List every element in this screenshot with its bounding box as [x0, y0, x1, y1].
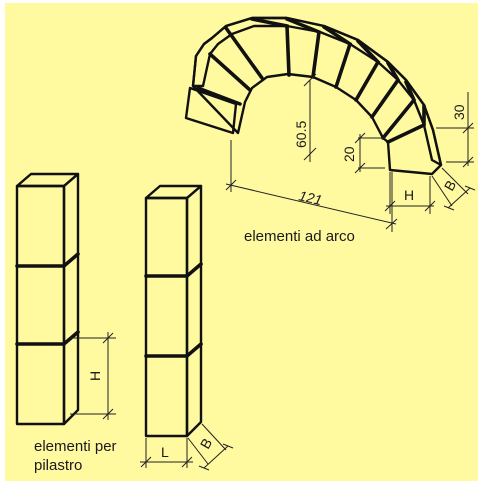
arch-joint — [354, 39, 381, 102]
arch-b-extension — [431, 175, 453, 207]
span-tick — [385, 218, 398, 230]
pillar-left-top — [15, 172, 80, 188]
arch-caption: elementi ad arco — [244, 228, 355, 245]
pillar-l-tick — [140, 456, 152, 468]
arch-elements — [184, 16, 443, 176]
arch-joint — [224, 26, 264, 80]
pillar-left — [15, 172, 80, 426]
arch-joints — [196, 17, 426, 144]
span-dimension-line — [225, 183, 397, 225]
arch-dimensions: 121 60.5 20 30 H B — [225, 73, 476, 232]
arch-h-tick — [384, 200, 396, 212]
height-b-label: 30 — [451, 104, 467, 120]
height-a-label: 20 — [341, 146, 357, 162]
pillar-right-joint — [144, 342, 203, 358]
pillar-right — [144, 184, 203, 438]
span-tick — [225, 179, 237, 191]
arch-left-foot — [184, 86, 238, 135]
pillar-h-tick — [102, 332, 114, 344]
arch-joint — [322, 25, 353, 89]
pillar-b-dimension-line — [203, 445, 229, 469]
pillar-right-joint — [144, 262, 203, 278]
pillar-b-tick — [198, 465, 210, 471]
pillar-dimensions: H L B — [70, 332, 234, 471]
arch-joint — [250, 17, 291, 77]
arch-joint — [386, 104, 426, 144]
height-b-tick — [462, 156, 474, 168]
pillar-left-joint — [15, 252, 80, 268]
pillar-l-label: L — [161, 444, 169, 460]
rise-label: 60.5 — [293, 121, 309, 148]
pillar-caption-line2: pilastro — [34, 457, 82, 474]
diagram-background — [5, 3, 478, 481]
pillar-caption-line1: elementi per — [34, 438, 117, 455]
pillar-left-joint — [15, 330, 80, 346]
pillar-h-label: H — [87, 371, 103, 381]
arch-top-face — [191, 16, 443, 167]
pillar-b-extension — [187, 437, 209, 465]
rise-tick — [303, 147, 317, 161]
arch-b-tick — [464, 185, 476, 191]
arch-joint — [285, 17, 321, 79]
span-label: 121 — [297, 187, 323, 208]
arch-h-label: H — [404, 187, 414, 203]
pillar-l-tick — [181, 456, 193, 468]
arch-joint — [208, 52, 252, 92]
pillar-b-extension — [201, 423, 227, 451]
pillar-b-tick — [222, 443, 234, 449]
arch-b-tick — [443, 205, 455, 211]
height-a-tick — [354, 162, 366, 174]
height-b-tick — [462, 122, 474, 134]
pillar-h-tick — [102, 408, 114, 420]
pillar-right-top — [144, 184, 203, 200]
arch-joint — [196, 86, 242, 106]
arch-h-tick — [424, 200, 436, 212]
arch-b-extension — [441, 167, 469, 195]
arch-b-dimension-line — [447, 187, 471, 209]
arch-joint — [381, 80, 417, 140]
rise-tick — [303, 73, 317, 87]
arch-joint — [370, 61, 401, 119]
height-a-tick — [354, 132, 366, 144]
